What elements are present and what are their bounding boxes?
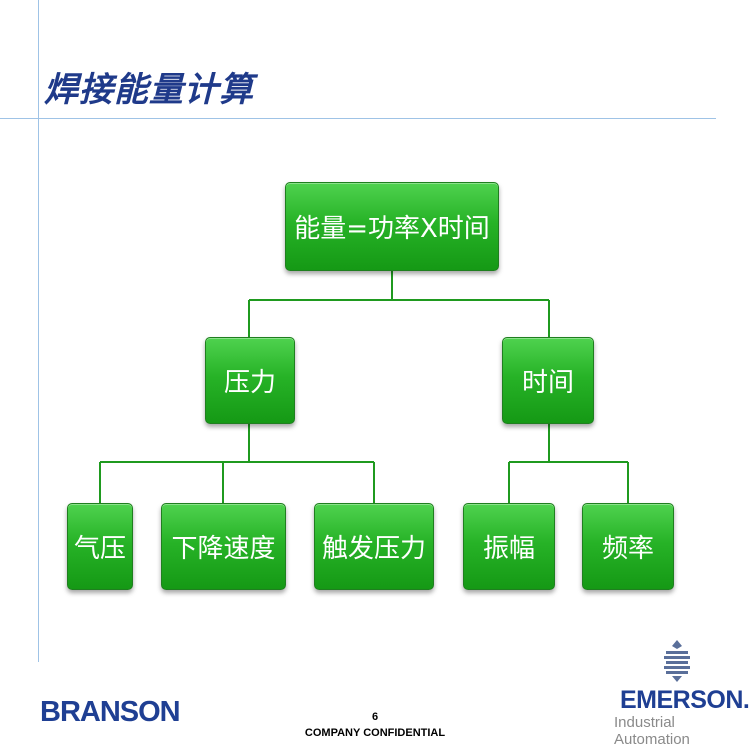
- left-guide-line: [38, 0, 39, 662]
- confidential-footer: COMPANY CONFIDENTIAL: [304, 727, 446, 739]
- branson-logo: BRANSON: [40, 696, 181, 728]
- emerson-emblem-icon: [664, 640, 690, 682]
- root-node-energy: 能量=功率X时间: [285, 182, 499, 271]
- node-air-pressure: 气压: [67, 503, 133, 590]
- node-trigger-pressure: 触发压力: [314, 503, 434, 590]
- node-down-speed: 下降速度: [161, 503, 286, 590]
- emerson-subtitle: Industrial Automation: [614, 714, 690, 748]
- title-underline: [0, 118, 716, 119]
- slide-title: 焊接能量计算: [44, 70, 254, 110]
- node-pressure: 压力: [205, 337, 295, 424]
- emerson-logo-text: EMERSON.: [620, 686, 750, 714]
- page-number: 6: [371, 711, 379, 723]
- node-amplitude: 振幅: [463, 503, 555, 590]
- node-frequency: 频率: [582, 503, 674, 590]
- node-time: 时间: [502, 337, 594, 424]
